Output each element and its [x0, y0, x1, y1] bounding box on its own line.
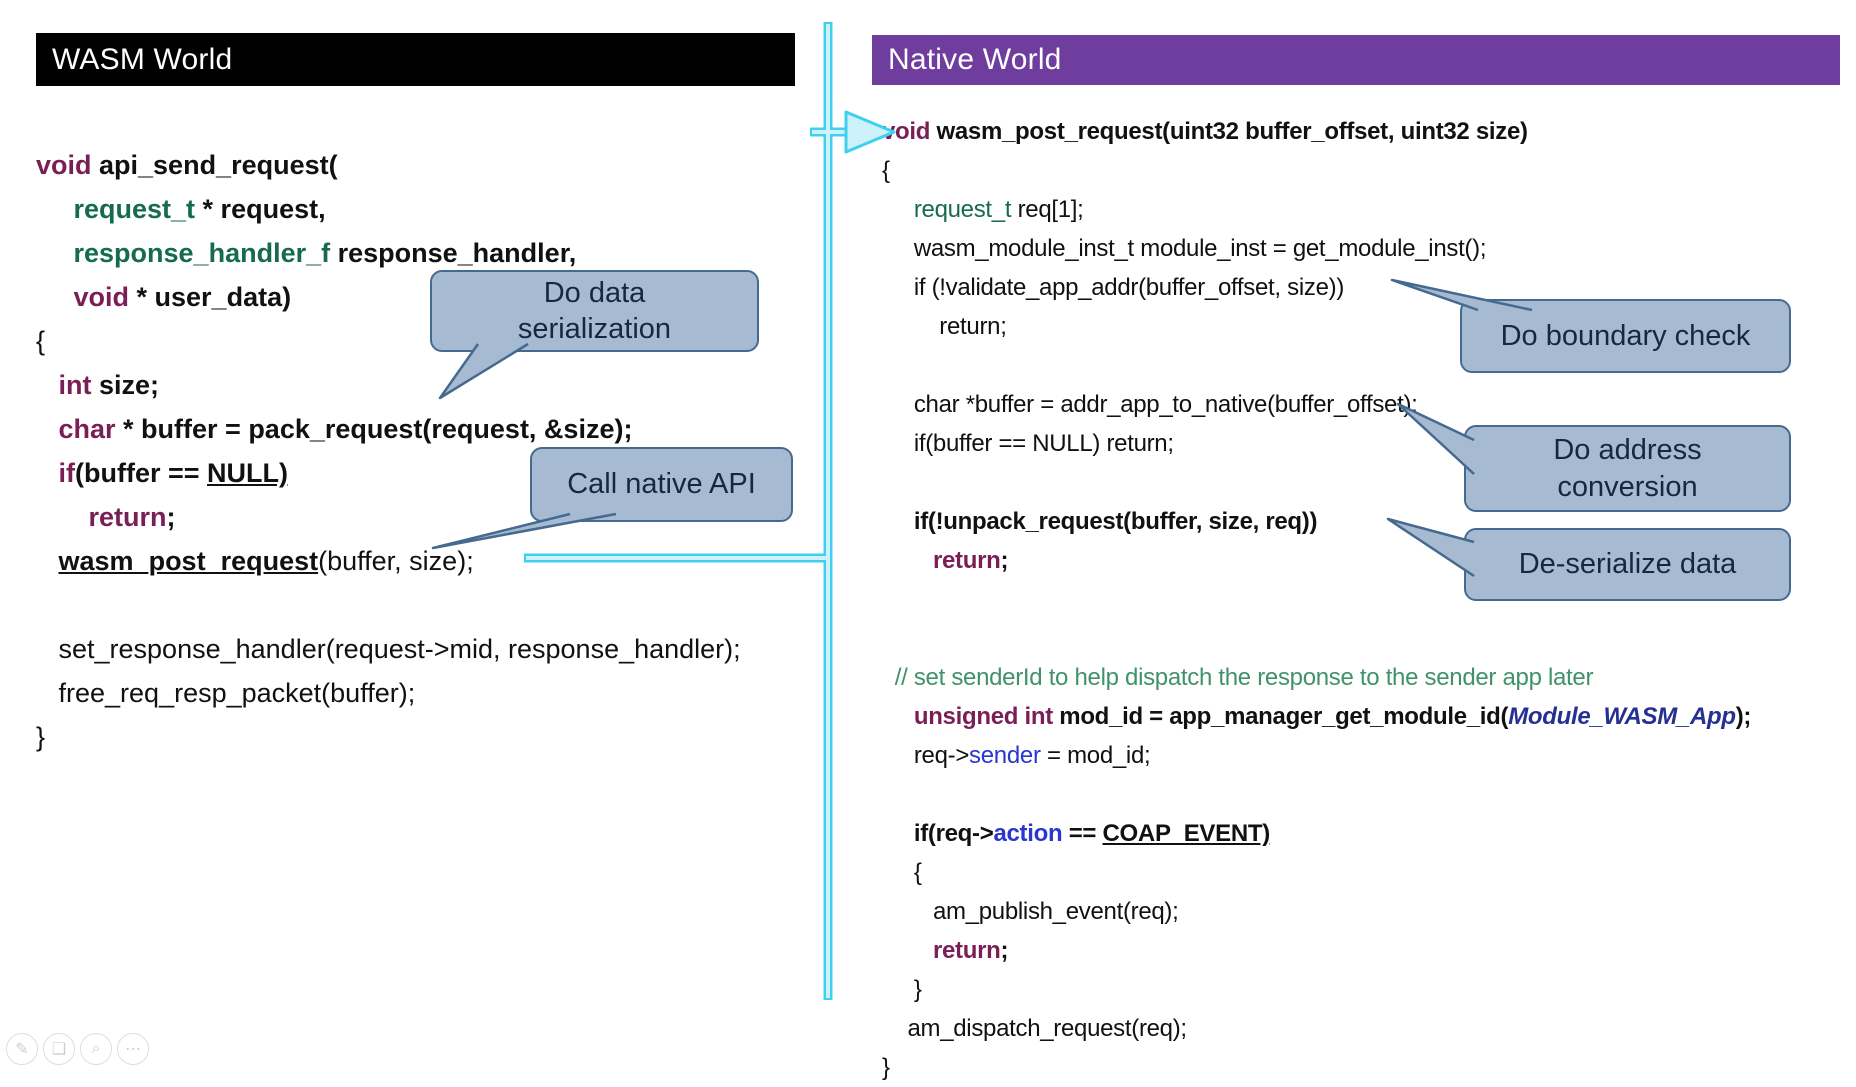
code-line: } — [882, 1054, 890, 1081]
code-line: } — [36, 722, 46, 752]
callout-de-serialize-data: De-serialize data — [1464, 528, 1791, 601]
code-line: req->sender = mod_id; — [882, 742, 1151, 769]
native-world-header: Native World — [872, 35, 1840, 85]
code-line: if(!unpack_request(buffer, size, req)) — [882, 508, 1318, 535]
code-line: return; — [36, 502, 176, 532]
code-line — [882, 775, 1751, 814]
callout-do-boundary-check: Do boundary check — [1460, 299, 1791, 373]
code-line: if(req->action == COAP_EVENT) — [882, 820, 1270, 847]
code-line: void * user_data) — [36, 282, 292, 312]
code-line: request_t * request, — [36, 194, 326, 224]
code-line: return; — [882, 937, 1009, 964]
code-line: void wasm_post_request(uint32 buffer_off… — [882, 118, 1528, 145]
native-code-block: void wasm_post_request(uint32 buffer_off… — [882, 112, 1751, 1087]
code-line — [882, 619, 1751, 658]
code-line: if(buffer == NULL) return; — [882, 430, 1174, 457]
code-line: int size; — [36, 370, 160, 400]
code-line: free_req_resp_packet(buffer); — [36, 678, 416, 708]
code-line: { — [36, 326, 46, 356]
code-line: { — [882, 859, 922, 886]
native-world-title: Native World — [888, 43, 1062, 76]
code-line: unsigned int mod_id = app_manager_get_mo… — [882, 703, 1752, 730]
code-line: return; — [882, 547, 1009, 574]
code-line: response_handler_f response_handler, — [36, 238, 577, 268]
code-line: } — [882, 976, 922, 1003]
code-line: am_publish_event(req); — [882, 898, 1179, 925]
more-icon[interactable]: ⋯ — [117, 1033, 149, 1065]
presenter-toolbar: ✎ ❏ ⌕ ⋯ — [6, 1033, 149, 1065]
code-line: char *buffer = addr_app_to_native(buffer… — [882, 391, 1418, 418]
wasm-world-header: WASM World — [36, 33, 795, 86]
magnifier-icon[interactable]: ⌕ — [80, 1033, 112, 1065]
code-line: { — [882, 157, 890, 184]
callout-do-data-serialization: Do data serialization — [430, 270, 759, 352]
code-line: if(buffer == NULL) — [36, 458, 289, 488]
code-line: // set senderId to help dispatch the res… — [882, 664, 1594, 691]
code-line: void api_send_request( — [36, 150, 338, 180]
code-line — [36, 583, 741, 627]
code-line: wasm_post_request(buffer, size); — [58, 546, 474, 576]
highlighter-icon[interactable]: ❏ — [43, 1033, 75, 1065]
code-line: return; — [882, 313, 1007, 340]
callout-do-address-conversion: Do address conversion — [1464, 425, 1791, 512]
wasm-world-title: WASM World — [52, 42, 233, 76]
code-line: am_dispatch_request(req); — [882, 1015, 1187, 1042]
code-line: if (!validate_app_addr(buffer_offset, si… — [882, 274, 1345, 301]
code-line: wasm_module_inst_t module_inst = get_mod… — [882, 235, 1487, 262]
callout-call-native-api: Call native API — [530, 447, 793, 522]
code-line: request_t req[1]; — [882, 196, 1084, 223]
code-line: char * buffer = pack_request(request, &s… — [36, 414, 633, 444]
wasm-code-block: void api_send_request( request_t * reque… — [36, 143, 741, 759]
code-line: set_response_handler(request->mid, respo… — [36, 634, 741, 664]
pen-icon[interactable]: ✎ — [6, 1033, 38, 1065]
